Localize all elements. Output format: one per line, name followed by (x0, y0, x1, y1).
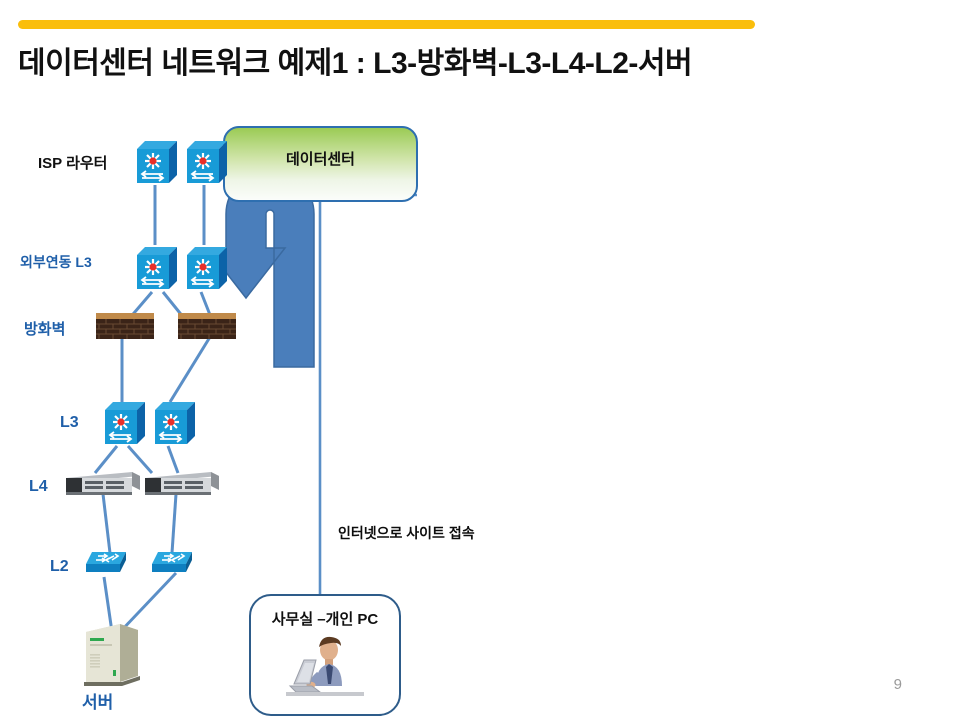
link-l32-l42 (166, 445, 180, 474)
l2-label: L2 (50, 558, 69, 575)
isp-router-label: ISP 라우터 (38, 155, 108, 172)
office-pc-box: 사무실 –개인 PC (249, 594, 401, 716)
firewall-icon (178, 313, 236, 339)
link-l41-l21 (101, 493, 112, 554)
router-icon (137, 247, 177, 289)
datacenter-label: 데이터센터 (285, 151, 355, 168)
external-l3-label: 외부연동 L3 (20, 254, 92, 270)
router-icon (187, 141, 227, 183)
server-label: 서버 (82, 693, 114, 712)
link-l31-l41 (93, 445, 119, 474)
firewall-label: 방화벽 (24, 321, 66, 338)
page-title: 데이터센터 네트워크 예제1 : L3-방화벽-L3-L4-L2-서버 (18, 47, 693, 80)
firewall-icon (96, 313, 154, 339)
l3-label: L3 (60, 414, 79, 431)
person-at-laptop-icon (286, 636, 364, 696)
router-icon (137, 141, 177, 183)
link-fw2-l32 (168, 336, 212, 403)
link-l21-server (102, 576, 114, 633)
switch-icon (152, 552, 192, 572)
datacenter-box: 데이터센터 (223, 126, 418, 202)
router-icon (187, 247, 227, 289)
appliance-icon (145, 472, 219, 495)
router-icon (155, 402, 195, 444)
link-l31-l42-cross (126, 445, 154, 474)
appliance-icon (66, 472, 140, 495)
office-pc-label: 사무실 –개인 PC (271, 611, 379, 628)
l4-label: L4 (29, 478, 48, 495)
server-icon (84, 624, 140, 686)
switch-icon (86, 552, 126, 572)
internet-access-label: 인터넷으로 사이트 접속 (338, 525, 475, 541)
router-icon (105, 402, 145, 444)
link-l22-server (118, 571, 178, 634)
title-accent-bar (18, 20, 755, 29)
link-l42-l22 (170, 493, 178, 554)
page-number: 9 (893, 676, 902, 693)
